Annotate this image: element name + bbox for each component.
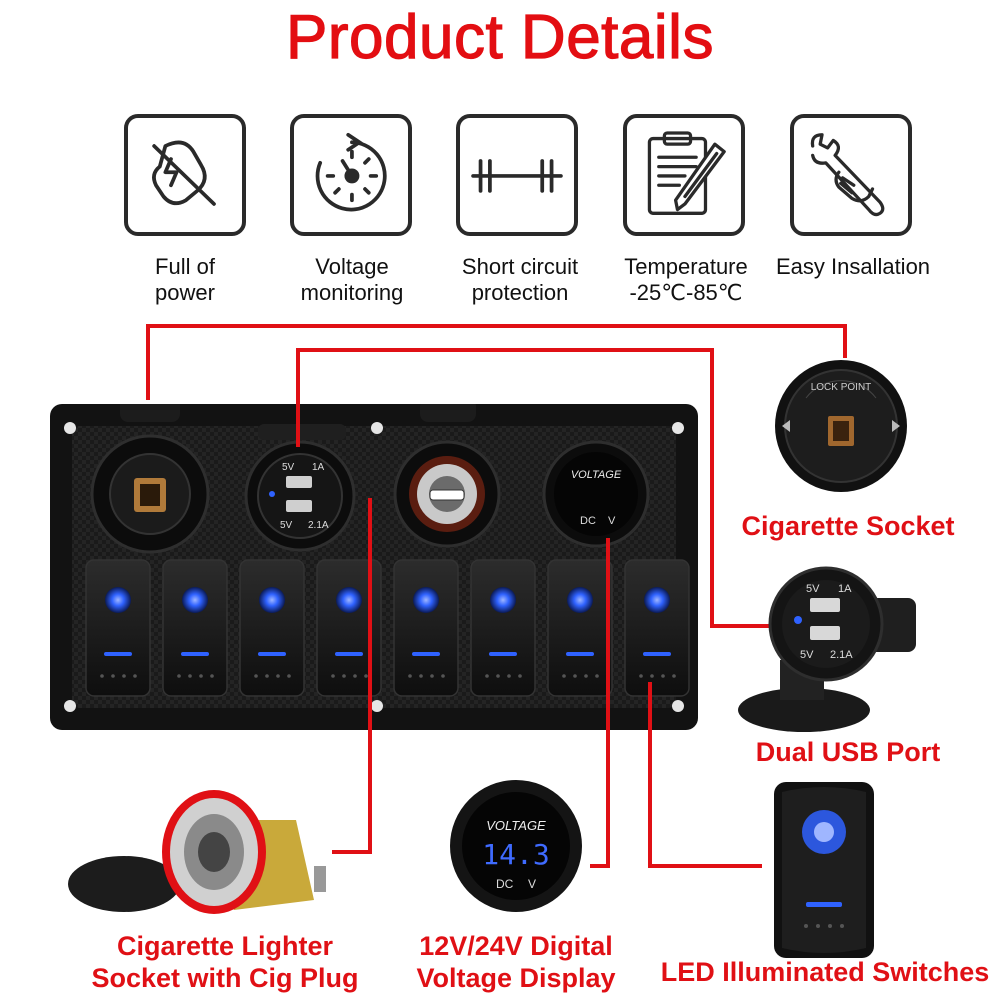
panel-voltmeter-v: V [608, 515, 616, 527]
callout-voltage-display: 12V/24V Digital Voltage Display [416, 931, 616, 993]
switch-led-icon [490, 587, 516, 613]
voltage-gauge-icon [290, 114, 412, 236]
thermometer-clipboard-icon [623, 114, 745, 236]
page-title: Product Details [285, 2, 714, 72]
switch-led-icon [259, 587, 285, 613]
feature-label-installation: Easy Insallation [775, 254, 931, 279]
rocker-switch[interactable] [239, 559, 305, 697]
callout-led-switches: LED Illuminated Switches [660, 957, 990, 987]
lighter-socket-photo [68, 790, 326, 914]
rocker-switch[interactable] [547, 559, 613, 697]
switch-led-icon [336, 587, 362, 613]
usb-1a: 1A [312, 462, 325, 473]
rocker-switch[interactable] [624, 559, 690, 697]
panel-voltmeter-dc: DC [580, 515, 596, 527]
usb-5v-bottom: 5V [280, 520, 293, 531]
usb-5v-top: 5V [282, 462, 295, 473]
power-icon [124, 114, 246, 236]
rocker-switch[interactable] [393, 559, 459, 697]
feature-label-circuit: Short circuit protection [461, 254, 579, 305]
feature-label-temperature: Temperature -25℃-85℃ [624, 254, 748, 305]
cigarette-socket-photo: LOCK POINT [775, 360, 907, 492]
feature-label-power: Full of power [155, 254, 215, 305]
callout-lighter-socket: Cigarette Lighter Socket with Cig Plug [91, 931, 359, 993]
wrench-hand-icon [790, 114, 912, 236]
switch-led-icon [567, 587, 593, 613]
voltmeter-title: VOLTAGE [486, 818, 546, 833]
panel-voltmeter-title: VOLTAGE [571, 469, 622, 481]
dual-usb-photo: 5V 1A 5V 2.1A [738, 566, 916, 732]
switch-led-icon [182, 587, 208, 613]
socket-lockpoint-label: LOCK POINT [811, 382, 872, 393]
switch-panel: 5V 1A 5V 2.1A VOLTAGE DC V [50, 404, 698, 730]
usb-photo-5v-top: 5V [806, 583, 820, 595]
usb-photo-5v-bottom: 5V [800, 649, 814, 661]
switch-led-icon [644, 587, 670, 613]
switch-led-icon [105, 587, 131, 613]
circuit-protection-icon [456, 114, 578, 236]
led-switch-photo [774, 782, 874, 958]
voltmeter-dc-label: DC [496, 877, 514, 891]
usb-2-1a: 2.1A [308, 520, 329, 531]
switch-led-icon [413, 587, 439, 613]
rocker-switch[interactable] [470, 559, 536, 697]
voltmeter-reading: 14.3 [482, 838, 549, 871]
voltmeter-v-label: V [528, 877, 536, 891]
callout-cigarette-socket: Cigarette Socket [741, 511, 955, 541]
rocker-switch[interactable] [85, 559, 151, 697]
usb-photo-1a: 1A [838, 583, 852, 595]
rocker-switch[interactable] [162, 559, 228, 697]
voltage-display-photo: VOLTAGE 14.3 DC V [450, 780, 582, 912]
feature-label-voltage: Voltage monitoring [300, 254, 404, 305]
callout-dual-usb: Dual USB Port [755, 737, 941, 767]
rocker-switch[interactable] [316, 559, 382, 697]
usb-photo-2-1a: 2.1A [830, 649, 853, 661]
